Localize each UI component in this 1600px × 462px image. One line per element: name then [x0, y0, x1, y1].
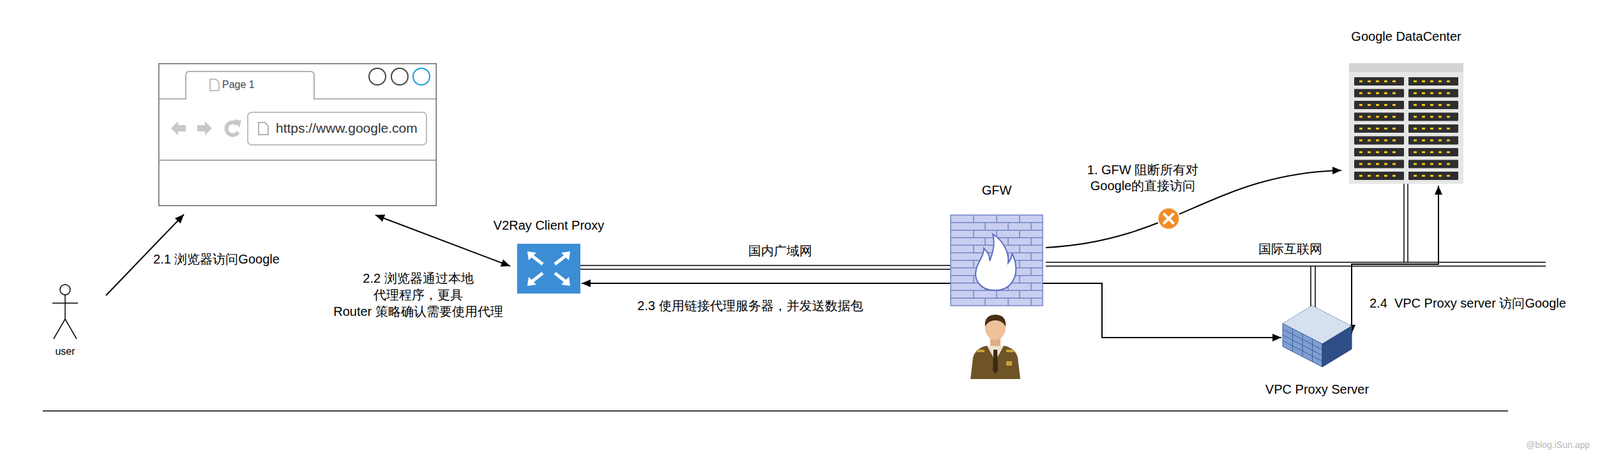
arrow-head: [375, 214, 385, 222]
connector-line: [375, 215, 511, 267]
node-label: GFW: [981, 181, 1012, 199]
connector-line: [581, 283, 1282, 338]
tab-title: Page 1: [222, 77, 255, 92]
watermark: @blog.iSun.app: [1525, 439, 1590, 451]
datacenter-rack-shape: [1349, 63, 1464, 184]
edge-label: 1. GFW 阻断所有对 Google的直接访问: [1084, 162, 1201, 195]
edge-label: 国内广域网: [745, 242, 815, 260]
network-label: 国际互联网: [1258, 240, 1323, 258]
actor-label: user: [54, 345, 75, 359]
connector-line: [580, 265, 951, 270]
user-actor-shape: [51, 284, 80, 342]
guard-figure: [970, 314, 1021, 380]
arrow-head: [1332, 166, 1342, 175]
proxy-server-icon-shape: [1282, 305, 1352, 368]
connector: [1347, 185, 1443, 334]
connector: [581, 279, 1282, 342]
arrow-head: [1434, 185, 1443, 195]
baseline: [42, 410, 1509, 412]
arrow-head: [174, 214, 184, 224]
user-actor: user: [51, 284, 80, 342]
node-label: Google DataCenter: [1350, 28, 1461, 45]
firewall-icon: GFW: [950, 215, 1043, 306]
edge-label: 2.1 浏览器访问Google: [150, 250, 283, 268]
connector: [375, 214, 511, 267]
edge-label: 2.2 浏览器通过本地 代理程序，更具 Router 策略确认需要使用代理: [330, 270, 506, 320]
proxy-client-icon: V2Ray Client Proxy: [517, 243, 581, 294]
text-line: 代理程序，更具: [333, 286, 504, 304]
firewall-icon-shape: [950, 215, 1043, 306]
connector-line: [1351, 185, 1439, 334]
datacenter-rack: Google DataCenter: [1349, 63, 1464, 184]
text-line: Router 策略确认需要使用代理: [333, 303, 504, 320]
arrow-head: [1272, 333, 1282, 342]
text-line: 1. GFW 阻断所有对: [1087, 162, 1199, 179]
proxy-client-icon-shape: [517, 243, 581, 294]
node-label: VPC Proxy Server: [1265, 381, 1369, 398]
internet-bus: [1045, 183, 1546, 309]
blocked-marker: [1157, 208, 1180, 230]
arrow-head: [500, 259, 511, 267]
browser-window: Page 1 https://www.google.com: [158, 63, 437, 207]
proxy-server-icon: VPC Proxy Server: [1282, 305, 1352, 368]
edge-label: 2.4 VPC Proxy server 访问Google: [1366, 294, 1569, 312]
node-label: V2Ray Client Proxy: [493, 217, 604, 234]
connector: [580, 265, 951, 270]
url-text: https://www.google.com: [275, 120, 418, 137]
arrow-head: [581, 279, 591, 288]
text-line: Google的直接访问: [1087, 178, 1199, 195]
edge-label: 2.3 使用链接代理服务器，并发送数据包: [634, 297, 866, 315]
text-line: 2.2 浏览器通过本地: [333, 270, 504, 287]
